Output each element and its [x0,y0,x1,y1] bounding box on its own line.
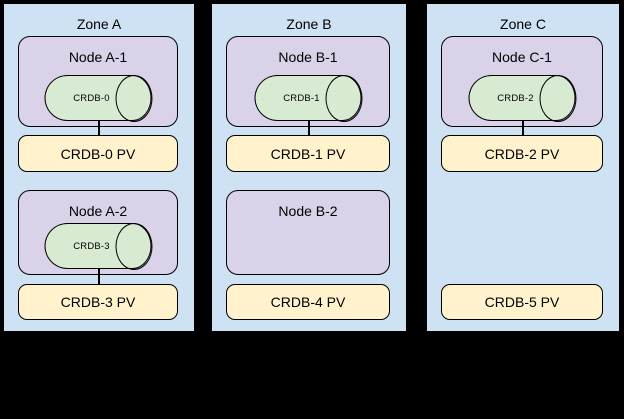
connector-node-b1-to-pv [308,120,310,138]
pv-crdb-1-label: CRDB-1 PV [270,145,346,162]
disk-crdb-2-cylinder: CRDB-2 [468,74,576,122]
pv-crdb-2: CRDB-2 PV [441,135,603,172]
connector-node-c1-to-pv [522,120,524,138]
node-c1: Node C-1 CRDB-2 [441,36,603,127]
pv-crdb-0: CRDB-0 PV [18,135,178,172]
cylinder-cap [115,222,152,270]
pv-crdb-1: CRDB-1 PV [226,135,390,172]
disk-crdb-1-label: CRDB-1 [283,92,320,104]
cylinder-cap [325,74,362,122]
node-a2: Node A-2 CRDB-3 [18,190,178,275]
zone-a-title: Zone A [76,16,122,32]
node-b1: Node B-1 CRDB-1 [226,36,390,127]
zone-b-title: Zone B [286,16,332,32]
disk-crdb-0-label: CRDB-0 [73,92,110,104]
pv-crdb-3-label: CRDB-3 PV [60,294,136,310]
zone-c-title: Zone C [500,16,546,32]
connector-node-a2-to-pv [98,268,100,286]
cylinder-cap [115,74,152,122]
node-b2: Node B-2 [226,190,390,275]
zone-c: Zone C Node C-1 CRDB-2 CRDB-2 PV CRDB-5 … [425,2,621,333]
connector-node-a1-to-pv [98,120,100,138]
node-a1: Node A-1 CRDB-0 [18,36,178,127]
pv-crdb-4-label: CRDB-4 PV [270,294,346,310]
zone-b: Zone B Node B-1 CRDB-1 CRDB-1 PV Node B-… [210,2,408,333]
disk-crdb-3-cylinder: CRDB-3 [44,222,152,270]
disk-crdb-0-cylinder: CRDB-0 [44,74,152,122]
node-c1-title: Node C-1 [492,49,552,65]
disk-crdb-3-label: CRDB-3 [73,240,110,252]
zone-a: Zone A Node A-1 CRDB-0 CRDB-0 PV Node A-… [2,2,196,333]
pv-crdb-0-label: CRDB-0 PV [60,145,136,162]
disk-crdb-1-cylinder: CRDB-1 [254,74,362,122]
node-a1-title: Node A-1 [68,49,128,65]
cylinder-cap [539,74,576,122]
pv-crdb-3: CRDB-3 PV [18,284,178,320]
pv-crdb-4: CRDB-4 PV [226,284,390,320]
pv-crdb-5: CRDB-5 PV [441,284,603,320]
node-b1-title: Node B-1 [278,49,338,65]
node-a2-title: Node A-2 [68,203,128,219]
disk-crdb-2-label: CRDB-2 [497,92,534,104]
pv-crdb-5-label: CRDB-5 PV [484,294,560,310]
node-b2-title: Node B-2 [278,203,338,219]
pv-crdb-2-label: CRDB-2 PV [484,145,560,162]
